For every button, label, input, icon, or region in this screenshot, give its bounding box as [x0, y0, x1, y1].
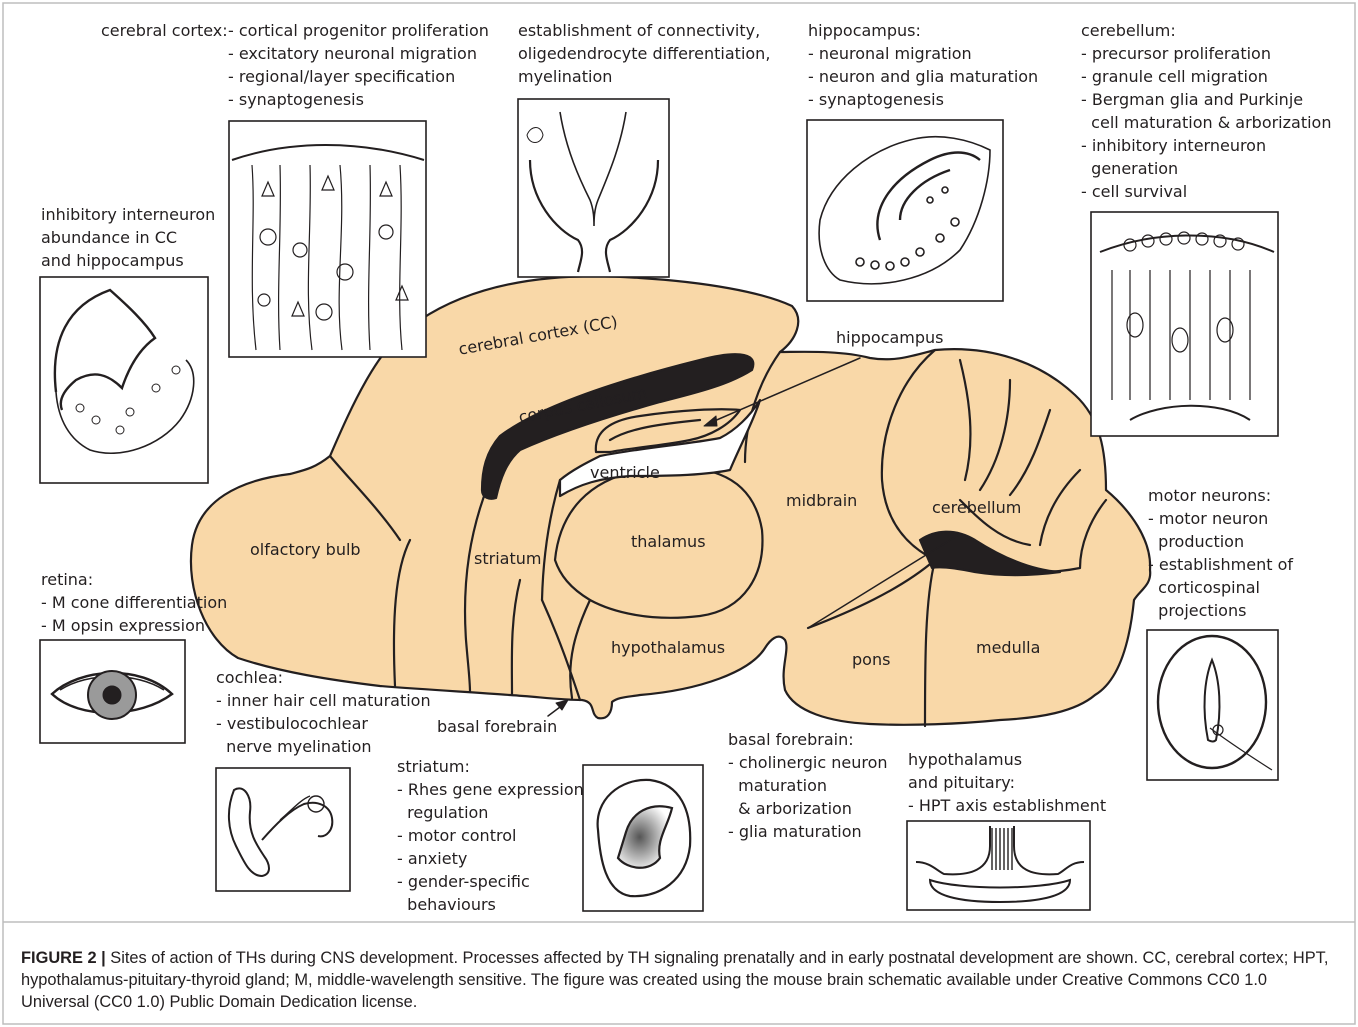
panel-cortex-item: - cortical progenitor proliferation [228, 19, 489, 42]
brain-label-cerebellum: cerebellum [932, 498, 1021, 517]
panel-connectivity-line: establishment of connectivity, [518, 19, 760, 42]
panel-striatum-item: - motor control [397, 824, 516, 847]
panel-cochlea-item: - vestibulocochlear [216, 712, 368, 735]
panel-hippocampus-title: hippocampus: [808, 19, 921, 42]
panel-cochlea-title: cochlea: [216, 666, 283, 689]
brain-label-ventricle: ventricle [590, 463, 660, 482]
panel-cortex-item: - excitatory neuronal migration [228, 42, 477, 65]
panel-hippocampus-item: - neuron and glia maturation [808, 65, 1038, 88]
panel-retina-item: - M opsin expression [41, 614, 205, 637]
hpt-inset-box [907, 821, 1090, 910]
panel-hpt-title: and pituitary: [908, 771, 1015, 794]
brain-label-hypothalamus: hypothalamus [611, 638, 725, 657]
panel-cortex-item: - regional/layer specification [228, 65, 455, 88]
panel-retina-title: retina: [41, 568, 93, 591]
panel-cortex-item: - synaptogenesis [228, 88, 364, 111]
panel-motor-item: - motor neuron [1148, 507, 1268, 530]
panel-interneuron-line: abundance in CC [41, 226, 177, 249]
caption-text: Sites of action of THs during CNS develo… [21, 949, 1328, 1011]
panel-striatum-item: - Rhes gene expression [397, 778, 584, 801]
panel-connectivity-line: oligedendrocyte differentiation, [518, 42, 770, 65]
panel-cerebellum-item: - granule cell migration [1081, 65, 1268, 88]
panel-basal-forebrain-item: & arborization [728, 797, 852, 820]
panel-striatum-title: striatum: [397, 755, 470, 778]
panel-cerebellum-item: - precursor proliferation [1081, 42, 1271, 65]
panel-cerebellum-item: - inhibitory interneuron [1081, 134, 1266, 157]
panel-basal-forebrain-item: - cholinergic neuron [728, 751, 888, 774]
panel-motor-title: motor neurons: [1148, 484, 1271, 507]
panel-motor-item: production [1148, 530, 1244, 553]
figure-caption: FIGURE 2 | Sites of action of THs during… [21, 947, 1339, 1013]
brain-label-pons: pons [852, 650, 890, 669]
panel-basal-forebrain-item: - glia maturation [728, 820, 862, 843]
connectivity-inset-box [518, 99, 669, 277]
brain-label-medulla: medulla [976, 638, 1040, 657]
panel-hpt-title: hypothalamus [908, 748, 1022, 771]
brain-label-olfactory-bulb: olfactory bulb [250, 540, 361, 559]
panel-basal-forebrain-title: basal forebrain: [728, 728, 854, 751]
brain-label-midbrain: midbrain [786, 491, 857, 510]
panel-cochlea-item: nerve myelination [216, 735, 372, 758]
panel-striatum-item: behaviours [397, 893, 496, 916]
panel-cerebellum-title: cerebellum: [1081, 19, 1176, 42]
brain-label-basal-forebrain: basal forebrain [437, 717, 557, 736]
motor-neuron-inset-box [1147, 630, 1278, 780]
panel-striatum-item: - gender-specific [397, 870, 530, 893]
panel-cerebellum-item: - cell survival [1081, 180, 1187, 203]
panel-interneuron-line: and hippocampus [41, 249, 184, 272]
striatum-inset-drawing [598, 780, 691, 896]
panel-cochlea-item: - inner hair cell maturation [216, 689, 431, 712]
panel-connectivity-line: myelination [518, 65, 612, 88]
caption-figure-label: FIGURE 2 | [21, 949, 106, 967]
brain-label-hippocampus: hippocampus [836, 328, 944, 347]
panel-cerebellum-item: - Bergman glia and Purkinje [1081, 88, 1303, 111]
panel-hpt-item: - HPT axis establishment [908, 794, 1106, 817]
panel-motor-item: projections [1148, 599, 1246, 622]
panel-basal-forebrain-item: maturation [728, 774, 827, 797]
panel-interneuron-line: inhibitory interneuron [41, 203, 215, 226]
cortex-inset-box [229, 121, 426, 357]
panel-hippocampus-item: - synaptogenesis [808, 88, 944, 111]
panel-cerebellum-item: generation [1081, 157, 1178, 180]
panel-striatum-item: regulation [397, 801, 488, 824]
hippocampus-inset-box [807, 120, 1003, 301]
panel-motor-item: corticospinal [1148, 576, 1260, 599]
panel-hippocampus-item: - neuronal migration [808, 42, 972, 65]
brain-label-thalamus: thalamus [631, 532, 706, 551]
panel-retina-item: - M cone differentiation [41, 591, 227, 614]
panel-cerebellum-item: cell maturation & arborization [1081, 111, 1331, 134]
panel-cortex-title: cerebral cortex: [101, 19, 228, 42]
panel-striatum-item: - anxiety [397, 847, 467, 870]
brain-label-striatum: striatum [474, 549, 541, 568]
panel-motor-item: - establishment of [1148, 553, 1293, 576]
